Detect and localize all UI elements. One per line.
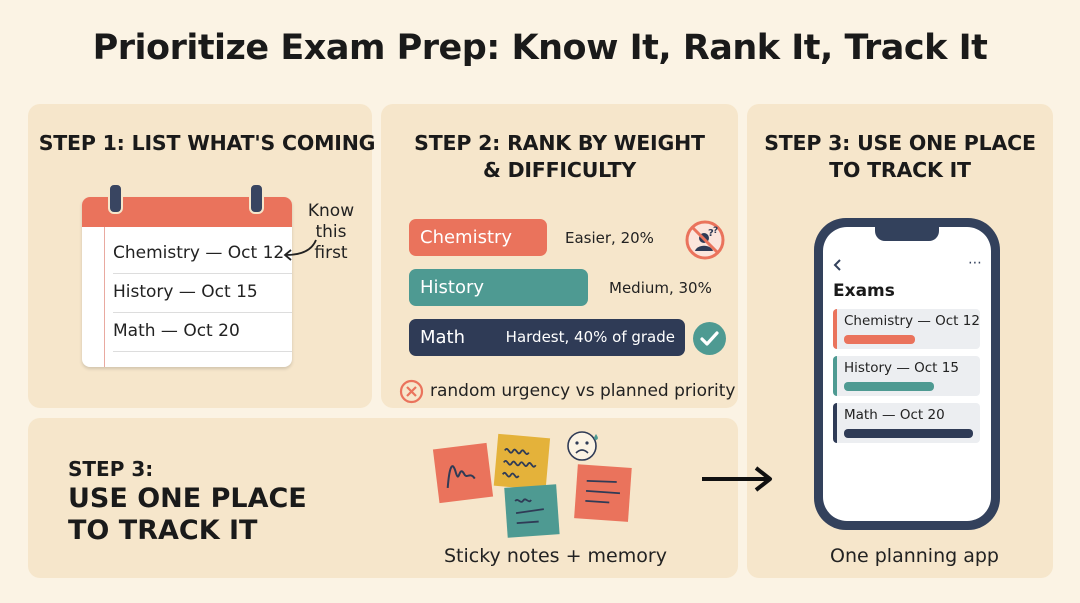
phone-screen: ⋯ Exams Chemistry — Oct 12 History — Oct … <box>823 227 991 521</box>
exam-progress-bar <box>844 335 915 344</box>
calendar-item-chemistry: Chemistry — Oct 12 <box>113 234 292 274</box>
step1-heading: STEP 1: LIST WHAT'S COMING <box>38 131 376 155</box>
exam-item-label: History — Oct 15 <box>844 360 959 376</box>
exam-item[interactable]: Chemistry — Oct 12 <box>833 309 980 349</box>
svg-text:?: ? <box>708 228 714 239</box>
rank-label-chemistry: Easier, 20% <box>565 229 654 247</box>
sticky-notes-icon <box>432 431 632 538</box>
calendar-item-history: History — Oct 15 <box>113 273 292 313</box>
exam-item[interactable]: Math — Oct 20 <box>833 403 980 443</box>
step3-wide-title: USE ONE PLACE TO TRACK IT <box>68 483 307 546</box>
calendar-ring-icon <box>249 183 264 214</box>
calendar-item-math: Math — Oct 20 <box>113 312 292 352</box>
exam-item-label: Math — Oct 20 <box>844 407 945 423</box>
rank-label-history: Medium, 30% <box>609 279 712 297</box>
rank-bar-history: History <box>409 269 588 306</box>
rank-label-math: Hardest, 40% of grade <box>505 328 675 346</box>
exam-item[interactable]: History — Oct 15 <box>833 356 980 396</box>
step3-heading: STEP 3: USE ONE PLACE TO TRACK IT <box>764 131 1036 182</box>
urgency-vs-priority-note: random urgency vs planned priority <box>430 381 736 401</box>
exam-progress-bar <box>844 429 973 438</box>
arrow-icon <box>283 239 317 261</box>
rank-bar-chemistry: Chemistry <box>409 219 547 256</box>
rank-bar-subject: Math <box>420 327 466 348</box>
exam-progress-bar <box>844 382 934 391</box>
exams-title: Exams <box>833 281 895 301</box>
know-this-first-note: Know this first <box>307 201 355 263</box>
step2-panel <box>381 104 738 408</box>
step2-heading: STEP 2: RANK BY WEIGHT & DIFFICULTY <box>414 131 705 182</box>
rank-bar-subject: Chemistry <box>420 227 513 248</box>
page-title: Prioritize Exam Prep: Know It, Rank It, … <box>92 28 988 68</box>
svg-text:?: ? <box>713 226 718 236</box>
calendar-ring-icon <box>108 183 123 214</box>
no-stress-icon: ? ? <box>684 219 726 261</box>
exam-item-label: Chemistry — Oct 12 <box>844 313 980 329</box>
more-icon[interactable]: ⋯ <box>968 255 982 271</box>
chevron-left-icon[interactable] <box>832 258 844 272</box>
planning-app-caption: One planning app <box>830 545 999 567</box>
check-icon <box>693 322 726 355</box>
x-circle-icon <box>399 379 424 404</box>
sticky-notes-caption: Sticky notes + memory <box>444 545 667 567</box>
rank-bar-subject: History <box>420 277 485 298</box>
rank-bar-math: Math Hardest, 40% of grade <box>409 319 685 356</box>
step3-wide-heading: STEP 3: <box>68 457 154 481</box>
phone: ⋯ Exams Chemistry — Oct 12 History — Oct … <box>814 218 1000 530</box>
right-arrow-icon <box>702 466 772 492</box>
calendar: Chemistry — Oct 12 History — Oct 15 Math… <box>82 197 292 367</box>
